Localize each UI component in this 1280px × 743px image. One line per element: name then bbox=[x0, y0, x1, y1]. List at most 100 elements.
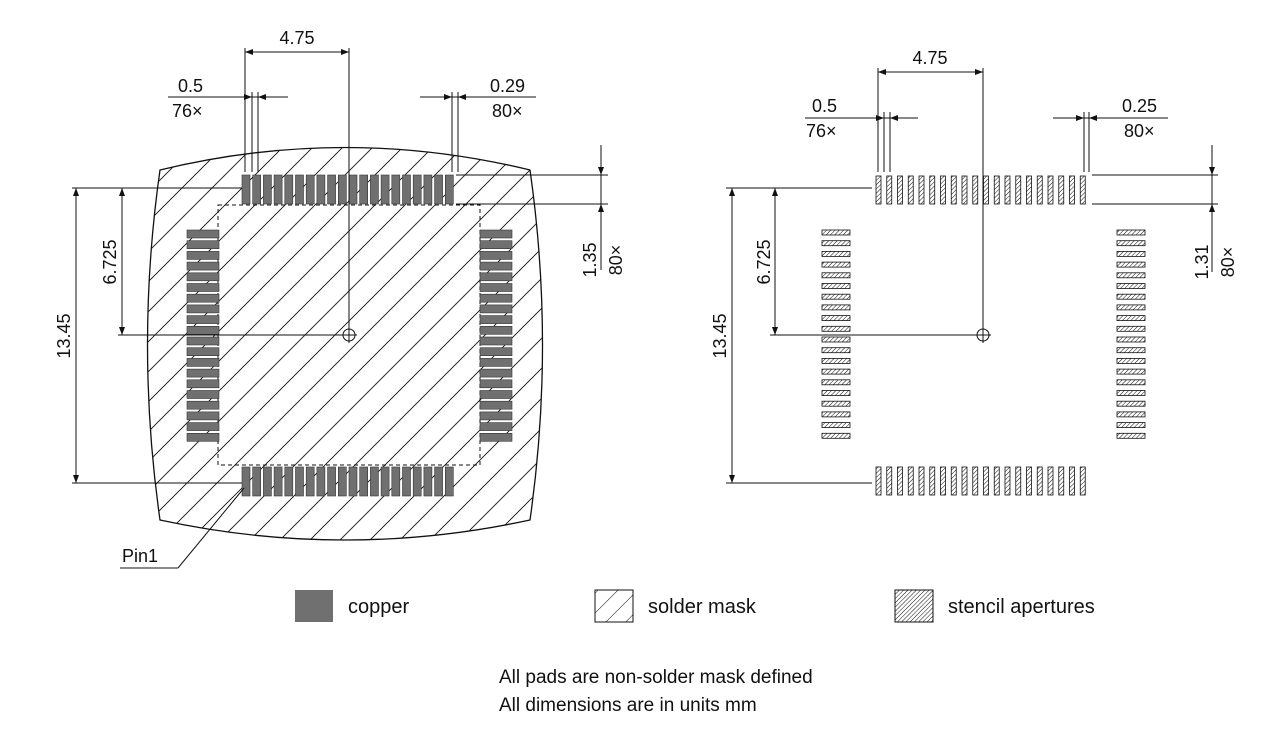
dim-pad-width-left: 0.5 76× bbox=[168, 76, 288, 172]
copper-pad-left bbox=[186, 390, 220, 399]
copper-pad-top bbox=[370, 174, 379, 205]
copper-pad-top bbox=[359, 174, 369, 205]
copper-pad-bottom bbox=[380, 466, 390, 497]
copper-pad-bottom bbox=[444, 466, 454, 497]
stencil-aperture-right bbox=[1116, 411, 1146, 418]
copper-pad-right bbox=[479, 251, 513, 260]
copper-pad-right bbox=[479, 368, 513, 378]
stencil-aperture-right bbox=[1116, 325, 1146, 332]
dim-full-span-left: 13.45 bbox=[54, 187, 242, 484]
right-view: 4.75 0.5 76× 0.25 80× bbox=[710, 48, 1238, 496]
dim-half-span-left: 6.725 bbox=[100, 187, 343, 336]
stencil-aperture-top bbox=[983, 175, 989, 205]
stencil-aperture-bottom bbox=[972, 466, 979, 496]
stencil-aperture-bottom bbox=[1026, 466, 1032, 496]
note-line-2: All dimensions are in units mm bbox=[499, 695, 757, 716]
copper-pad-right bbox=[479, 379, 513, 389]
copper-pad-right bbox=[479, 261, 513, 271]
copper-pad-right bbox=[479, 283, 513, 292]
stencil-aperture-left bbox=[821, 315, 851, 322]
copper-pad-bottom bbox=[348, 466, 358, 497]
copper-pad-bottom bbox=[391, 466, 401, 497]
copper-pad-bottom bbox=[412, 466, 422, 497]
dim-label: 13.45 bbox=[710, 313, 730, 358]
copper-pad-left bbox=[186, 261, 220, 271]
stencil-aperture-left bbox=[821, 379, 851, 386]
stencil-aperture-top bbox=[875, 175, 882, 205]
dim-mask-width-left: 0.29 80× bbox=[420, 76, 536, 172]
copper-pad-top bbox=[423, 174, 433, 205]
copper-pad-left bbox=[186, 304, 220, 314]
stencil-aperture-bottom bbox=[950, 466, 957, 496]
copper-pad-bottom bbox=[327, 466, 336, 497]
stencil-aperture-left bbox=[821, 283, 851, 289]
stencil-aperture-right bbox=[1116, 315, 1146, 322]
notes: All pads are non-solder mask defined All… bbox=[499, 667, 813, 716]
stencil-aperture-left bbox=[821, 336, 851, 343]
stencil-aperture-right bbox=[1116, 357, 1146, 364]
stencil-aperture-bottom bbox=[1004, 466, 1011, 496]
dim-label: 1.31 bbox=[1192, 244, 1212, 279]
stencil-aperture-right bbox=[1116, 390, 1146, 396]
copper-pad-bottom bbox=[337, 466, 347, 497]
stencil-aperture-left bbox=[821, 411, 851, 418]
stencil-aperture-bottom bbox=[1069, 466, 1075, 496]
copper-pad-top bbox=[380, 174, 390, 205]
copper-pad-top bbox=[391, 174, 401, 205]
copper-pad-top bbox=[284, 174, 294, 205]
copper-pads bbox=[186, 174, 513, 497]
stencil-aperture-top bbox=[972, 175, 979, 205]
stencil-aperture-top bbox=[1004, 175, 1011, 205]
dim-count: 76× bbox=[806, 121, 837, 141]
copper-pad-bottom bbox=[316, 466, 326, 497]
stencil-aperture-right bbox=[1116, 400, 1146, 407]
copper-pad-left bbox=[186, 272, 220, 282]
copper-pad-top bbox=[337, 174, 347, 205]
legend-copper-swatch bbox=[295, 590, 333, 622]
copper-pad-left bbox=[186, 347, 220, 357]
copper-pad-right bbox=[479, 422, 513, 431]
dim-label: 0.25 bbox=[1122, 96, 1157, 116]
stencil-aperture-right bbox=[1116, 379, 1146, 386]
dim-label: 0.29 bbox=[490, 76, 525, 96]
stencil-aperture-right bbox=[1116, 283, 1146, 289]
stencil-aperture-right bbox=[1116, 293, 1146, 300]
copper-pad-top bbox=[273, 174, 283, 205]
copper-pad-left bbox=[186, 400, 220, 410]
copper-pad-left bbox=[186, 293, 220, 303]
stencil-aperture-left bbox=[821, 293, 851, 300]
stencil-aperture-top bbox=[886, 175, 893, 205]
stencil-aperture-top bbox=[1015, 175, 1022, 205]
copper-pad-top bbox=[316, 174, 326, 205]
stencil-aperture-bottom bbox=[1015, 466, 1022, 496]
stencil-aperture-left bbox=[821, 240, 851, 247]
copper-pad-bottom bbox=[359, 466, 369, 497]
copper-pad-right bbox=[479, 315, 513, 324]
copper-pad-top bbox=[295, 174, 304, 205]
note-line-1: All pads are non-solder mask defined bbox=[499, 667, 813, 688]
stencil-aperture-right bbox=[1116, 261, 1146, 268]
dim-aperture-width-right: 0.25 80× bbox=[1053, 96, 1168, 172]
solder-mask-outline bbox=[146, 146, 544, 541]
copper-pad-right bbox=[479, 358, 513, 367]
copper-pad-left bbox=[186, 432, 220, 442]
copper-pad-top bbox=[348, 174, 358, 205]
copper-pad-right bbox=[479, 229, 513, 239]
copper-pad-bottom bbox=[252, 466, 261, 497]
stencil-aperture-top bbox=[950, 175, 957, 205]
copper-pad-left bbox=[186, 251, 220, 260]
copper-pad-left bbox=[186, 368, 220, 378]
copper-pad-right bbox=[479, 411, 513, 421]
stencil-aperture-left bbox=[821, 400, 851, 407]
dim-label: 1.35 bbox=[580, 242, 600, 277]
dim-label: 6.725 bbox=[754, 239, 774, 284]
copper-pad-left bbox=[186, 422, 220, 431]
stencil-aperture-left bbox=[821, 304, 851, 311]
dim-count: 80× bbox=[1124, 121, 1155, 141]
copper-pad-right bbox=[479, 347, 513, 357]
stencil-aperture-bottom bbox=[983, 466, 989, 496]
legend-stencil-swatch bbox=[894, 589, 934, 623]
copper-pad-right bbox=[479, 336, 513, 346]
copper-pad-top bbox=[444, 174, 454, 205]
dim-count: 80× bbox=[1218, 247, 1238, 278]
